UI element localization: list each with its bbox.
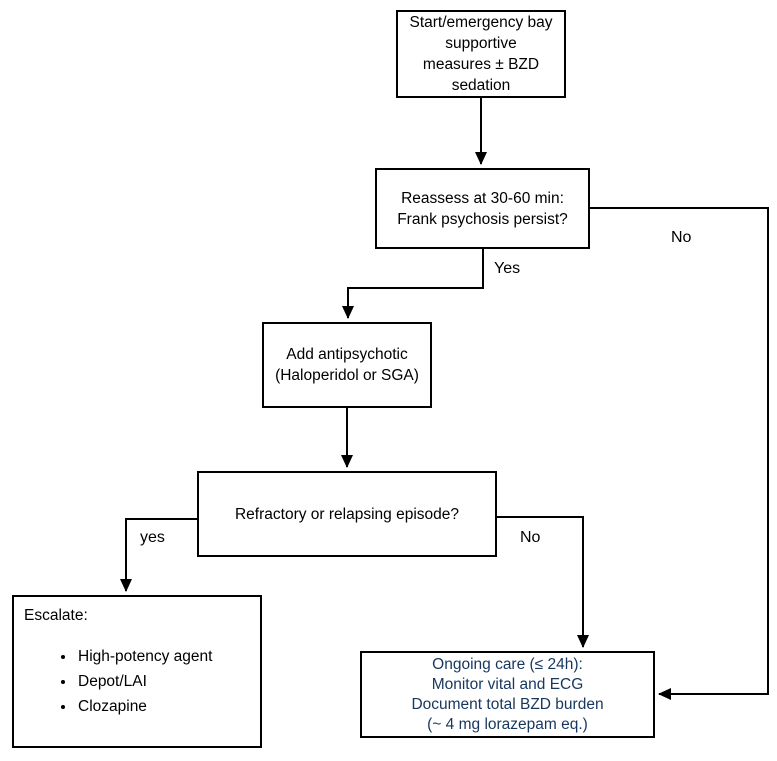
edge-reassess-no <box>590 207 769 700</box>
node-escalate: Escalate: High-potency agent Depot/LAI C… <box>12 595 262 748</box>
node-add-antipsychotic: Add antipsychotic (Haloperidol or SGA) <box>262 322 432 408</box>
node-start-supportive-measures: Start/emergency bay supportive measures … <box>396 10 566 98</box>
node-reassess-decision: Reassess at 30-60 min: Frank psychosis p… <box>375 168 590 249</box>
edge-refractory-no <box>497 516 589 648</box>
escalate-bullet: Depot/LAI <box>76 671 212 692</box>
node-text-line: Ongoing care (≤ 24h): <box>432 655 583 673</box>
node-text-line: Start/emergency bay <box>409 14 553 31</box>
node-text-line: Frank psychosis persist? <box>397 210 568 228</box>
node-text-line: supportive <box>445 35 517 52</box>
node-text-line: (~ 4 mg lorazepam eq.) <box>427 715 588 733</box>
edge-refractory-yes <box>120 518 197 592</box>
node-text-line: Refractory or relapsing episode? <box>234 505 459 523</box>
node-text-line: sedation <box>451 77 511 94</box>
edge-label-reassess-no: No <box>671 229 692 246</box>
escalate-bullet: High-potency agent <box>76 646 212 667</box>
edge-label-refractory-no: No <box>520 529 541 546</box>
node-refractory-decision: Refractory or relapsing episode? <box>197 471 497 557</box>
edge-label-reassess-yes: Yes <box>494 260 521 277</box>
node-text-line: Add antipsychotic <box>286 346 408 363</box>
node-text-line: Monitor vital and ECG <box>431 675 584 693</box>
escalate-bullet: Clozapine <box>76 696 212 717</box>
edge-label-refractory-yes: yes <box>140 529 165 546</box>
node-text-line: Reassess at 30-60 min: <box>401 189 564 207</box>
node-text-line: measures ± BZD <box>422 56 540 73</box>
edge-reassess-yes <box>342 249 484 319</box>
escalate-bullet-list: High-potency agent Depot/LAI Clozapine <box>24 642 212 721</box>
node-text-line: (Haloperidol or SGA) <box>275 367 419 384</box>
node-text-line: Document total BZD burden <box>411 695 604 713</box>
node-ongoing-care: Ongoing care (≤ 24h): Monitor vital and … <box>360 651 655 738</box>
escalate-title: Escalate: <box>24 607 88 624</box>
